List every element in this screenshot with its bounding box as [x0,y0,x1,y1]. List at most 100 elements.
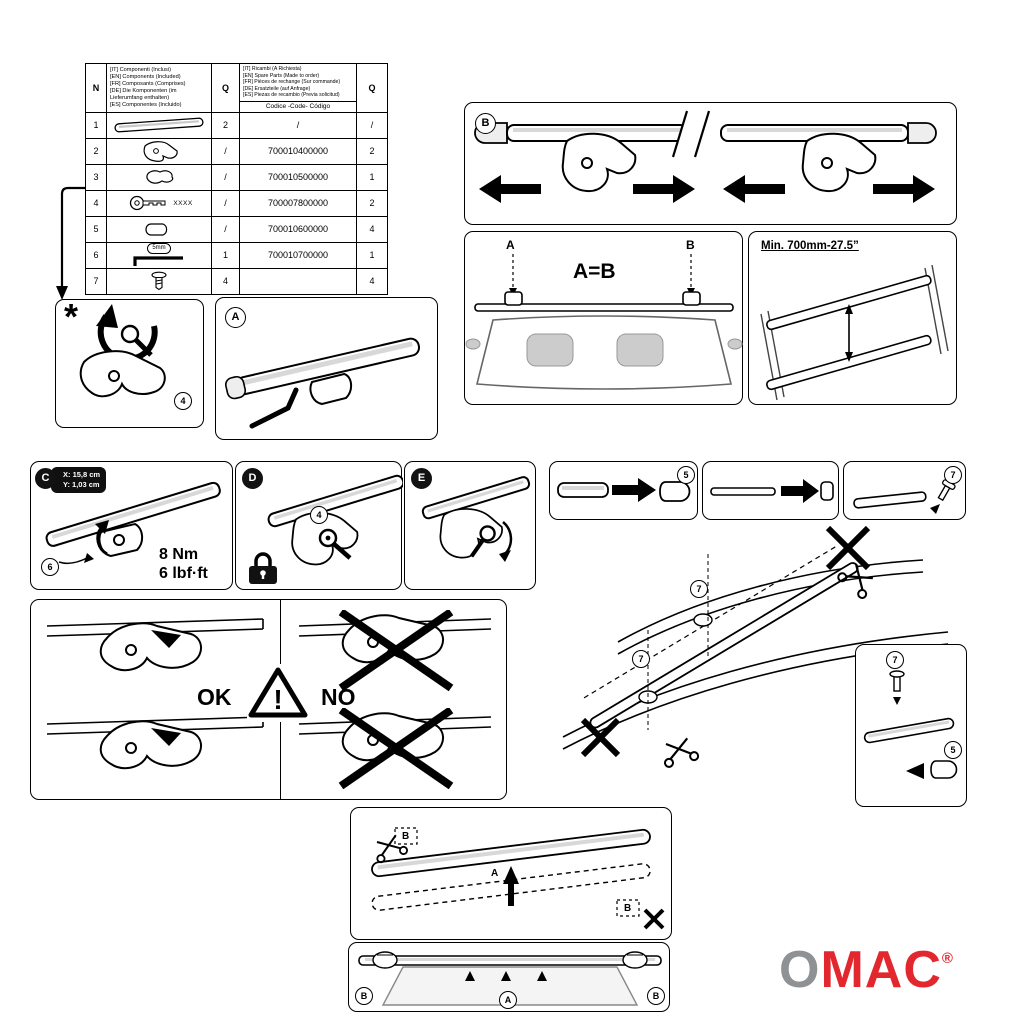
qty-spare: 2 [357,189,387,216]
part-illustration [107,215,212,242]
rubber-insert-icon [146,170,174,184]
spare-line-it: [IT] Ricambi (A Richiesta) [243,66,302,72]
dimension-x: X: 15,8 cm [63,470,101,479]
key-rotation-illustration [79,304,166,398]
dimension-b-label: B [686,238,695,252]
table-row: 6 5mm 1 700010700000 1 [86,241,387,268]
row-number: 1 [86,111,107,138]
part-code: 700010600000 [240,215,357,242]
logo-letter-o: O [779,941,821,999]
part-7-badge: 7 [944,466,962,484]
step-c-badge: C [35,468,56,489]
bar-dimensions-label: X: 15,8 cm Y: 1,03 cm [51,467,107,494]
spare-line-de: [DE] Ersatzteile (auf Anfrage) [243,85,311,92]
rear-mount-illustration [358,951,662,1006]
qty-included: 2 [212,111,240,138]
step-e-box: E [404,461,536,590]
mount-b-badge: B [647,987,665,1005]
part-code: 700010700000 [240,241,357,268]
hand-left [372,951,398,969]
step-b-badge: B [475,113,496,134]
qty-spare: 1 [357,163,387,190]
table-row: 7 4 4 [86,267,387,294]
step-a-badge: A [225,307,246,328]
step-d-box: D 4 [235,461,403,590]
table-row: 4 XXXX / 700007800000 2 [86,189,387,216]
step-asterisk-box: * 4 [55,296,204,428]
row-number: 7 [86,267,107,294]
key-icon [130,195,166,211]
step-b-box: B [464,102,957,225]
allen-key-icon [133,256,183,266]
bar-spacing-illustration [760,264,949,401]
part-5-badge: 5 [677,466,695,484]
row-number: 5 [86,215,107,242]
key-turn-illustration [421,476,531,562]
key-insert-illustration [249,474,403,584]
scissors-icon [663,737,700,768]
table-row: 3 / 700010500000 1 [86,163,387,190]
lock-icon [249,552,277,584]
qty-included: 4 [212,267,240,294]
equal-spacing-box: A B A=B [464,231,743,405]
rail-end-detail-box: 7 5 [855,644,967,807]
col-header-q-included: Q [212,64,240,112]
row-number: 2 [86,137,107,164]
cap-install-illustration [557,478,691,502]
part-illustration [107,267,212,294]
clamp-icon [143,141,178,162]
step-c-box: C X: 15,8 cm Y: 1,03 cm 6 8 Nm 6 lbf·ft [30,461,233,590]
row-number: 6 [86,241,107,268]
part-4-badge: 4 [174,392,192,410]
screw-install-illustration [853,479,956,514]
bar-placement-illustration [371,827,665,930]
position-a-label: A [491,868,499,879]
a-equals-b-label: A=B [573,260,616,283]
ok-no-box: OK ! NO [30,599,507,800]
screw-install-box: 7 [843,461,966,520]
mount-a-badge: A [499,991,517,1009]
included-line-fr: [FR] Composants (Comprises) [110,80,186,87]
bar-insert-box [702,461,839,520]
table-header-row: N [IT] Componenti (Inclusi) [EN] Compone… [86,64,387,112]
col-header-q-spare: Q [368,82,376,93]
ok-label: OK [197,684,232,710]
part-illustration [107,137,212,164]
registered-trademark: ® [941,950,954,967]
spare-line-en: [EN] Spare Parts (Made to order) [243,72,320,79]
part-7-badge: 7 [690,580,708,598]
col-header-spare: [IT] Ricambi (A Richiesta) [EN] Spare Pa… [240,64,357,112]
logo-letters-mac: MAC [820,941,942,999]
car-roof-front-illustration [465,254,743,390]
part-6-badge: 6 [41,558,59,576]
bar-placement-box: B A B [350,807,672,940]
included-line-es: [ES] Componentes (Incluido) [110,101,182,108]
hand-right [622,951,648,969]
qty-spare: 2 [357,137,387,164]
table-row: 2 / 700010400000 2 [86,137,387,164]
key-code-label: XXXX [173,199,193,207]
correct-mount-top [46,618,264,672]
part-code: / [240,111,357,138]
part-illustration [107,111,212,138]
row-number: 4 [86,189,107,216]
qty-spare: 4 [357,267,387,294]
crossbar-icon [114,117,204,133]
parts-table: N [IT] Componenti (Inclusi) [EN] Compone… [85,63,388,295]
spare-line-es: [ES] Piezas de recambio (Previa solicitu… [243,92,340,98]
included-line-it: [IT] Componenti (Inclusi) [110,66,171,73]
step-a-box: A [215,297,438,440]
qty-spare: / [357,111,387,138]
step-e-badge: E [411,468,432,489]
reference-arrow [56,186,86,300]
end-cap-icon [145,223,168,236]
torque-nm: 8 Nm [159,546,199,563]
mount-b-badge: B [355,987,373,1005]
torque-illustration [45,481,221,565]
part-4-badge: 4 [310,506,328,524]
part-7-badge: 7 [886,651,904,669]
min-distance-box: Min. 700mm-27.5” [748,231,957,405]
torque-lbfft: 6 lbf·ft [159,565,208,582]
scissors-icon [837,563,873,599]
position-b-label: B [402,831,410,842]
